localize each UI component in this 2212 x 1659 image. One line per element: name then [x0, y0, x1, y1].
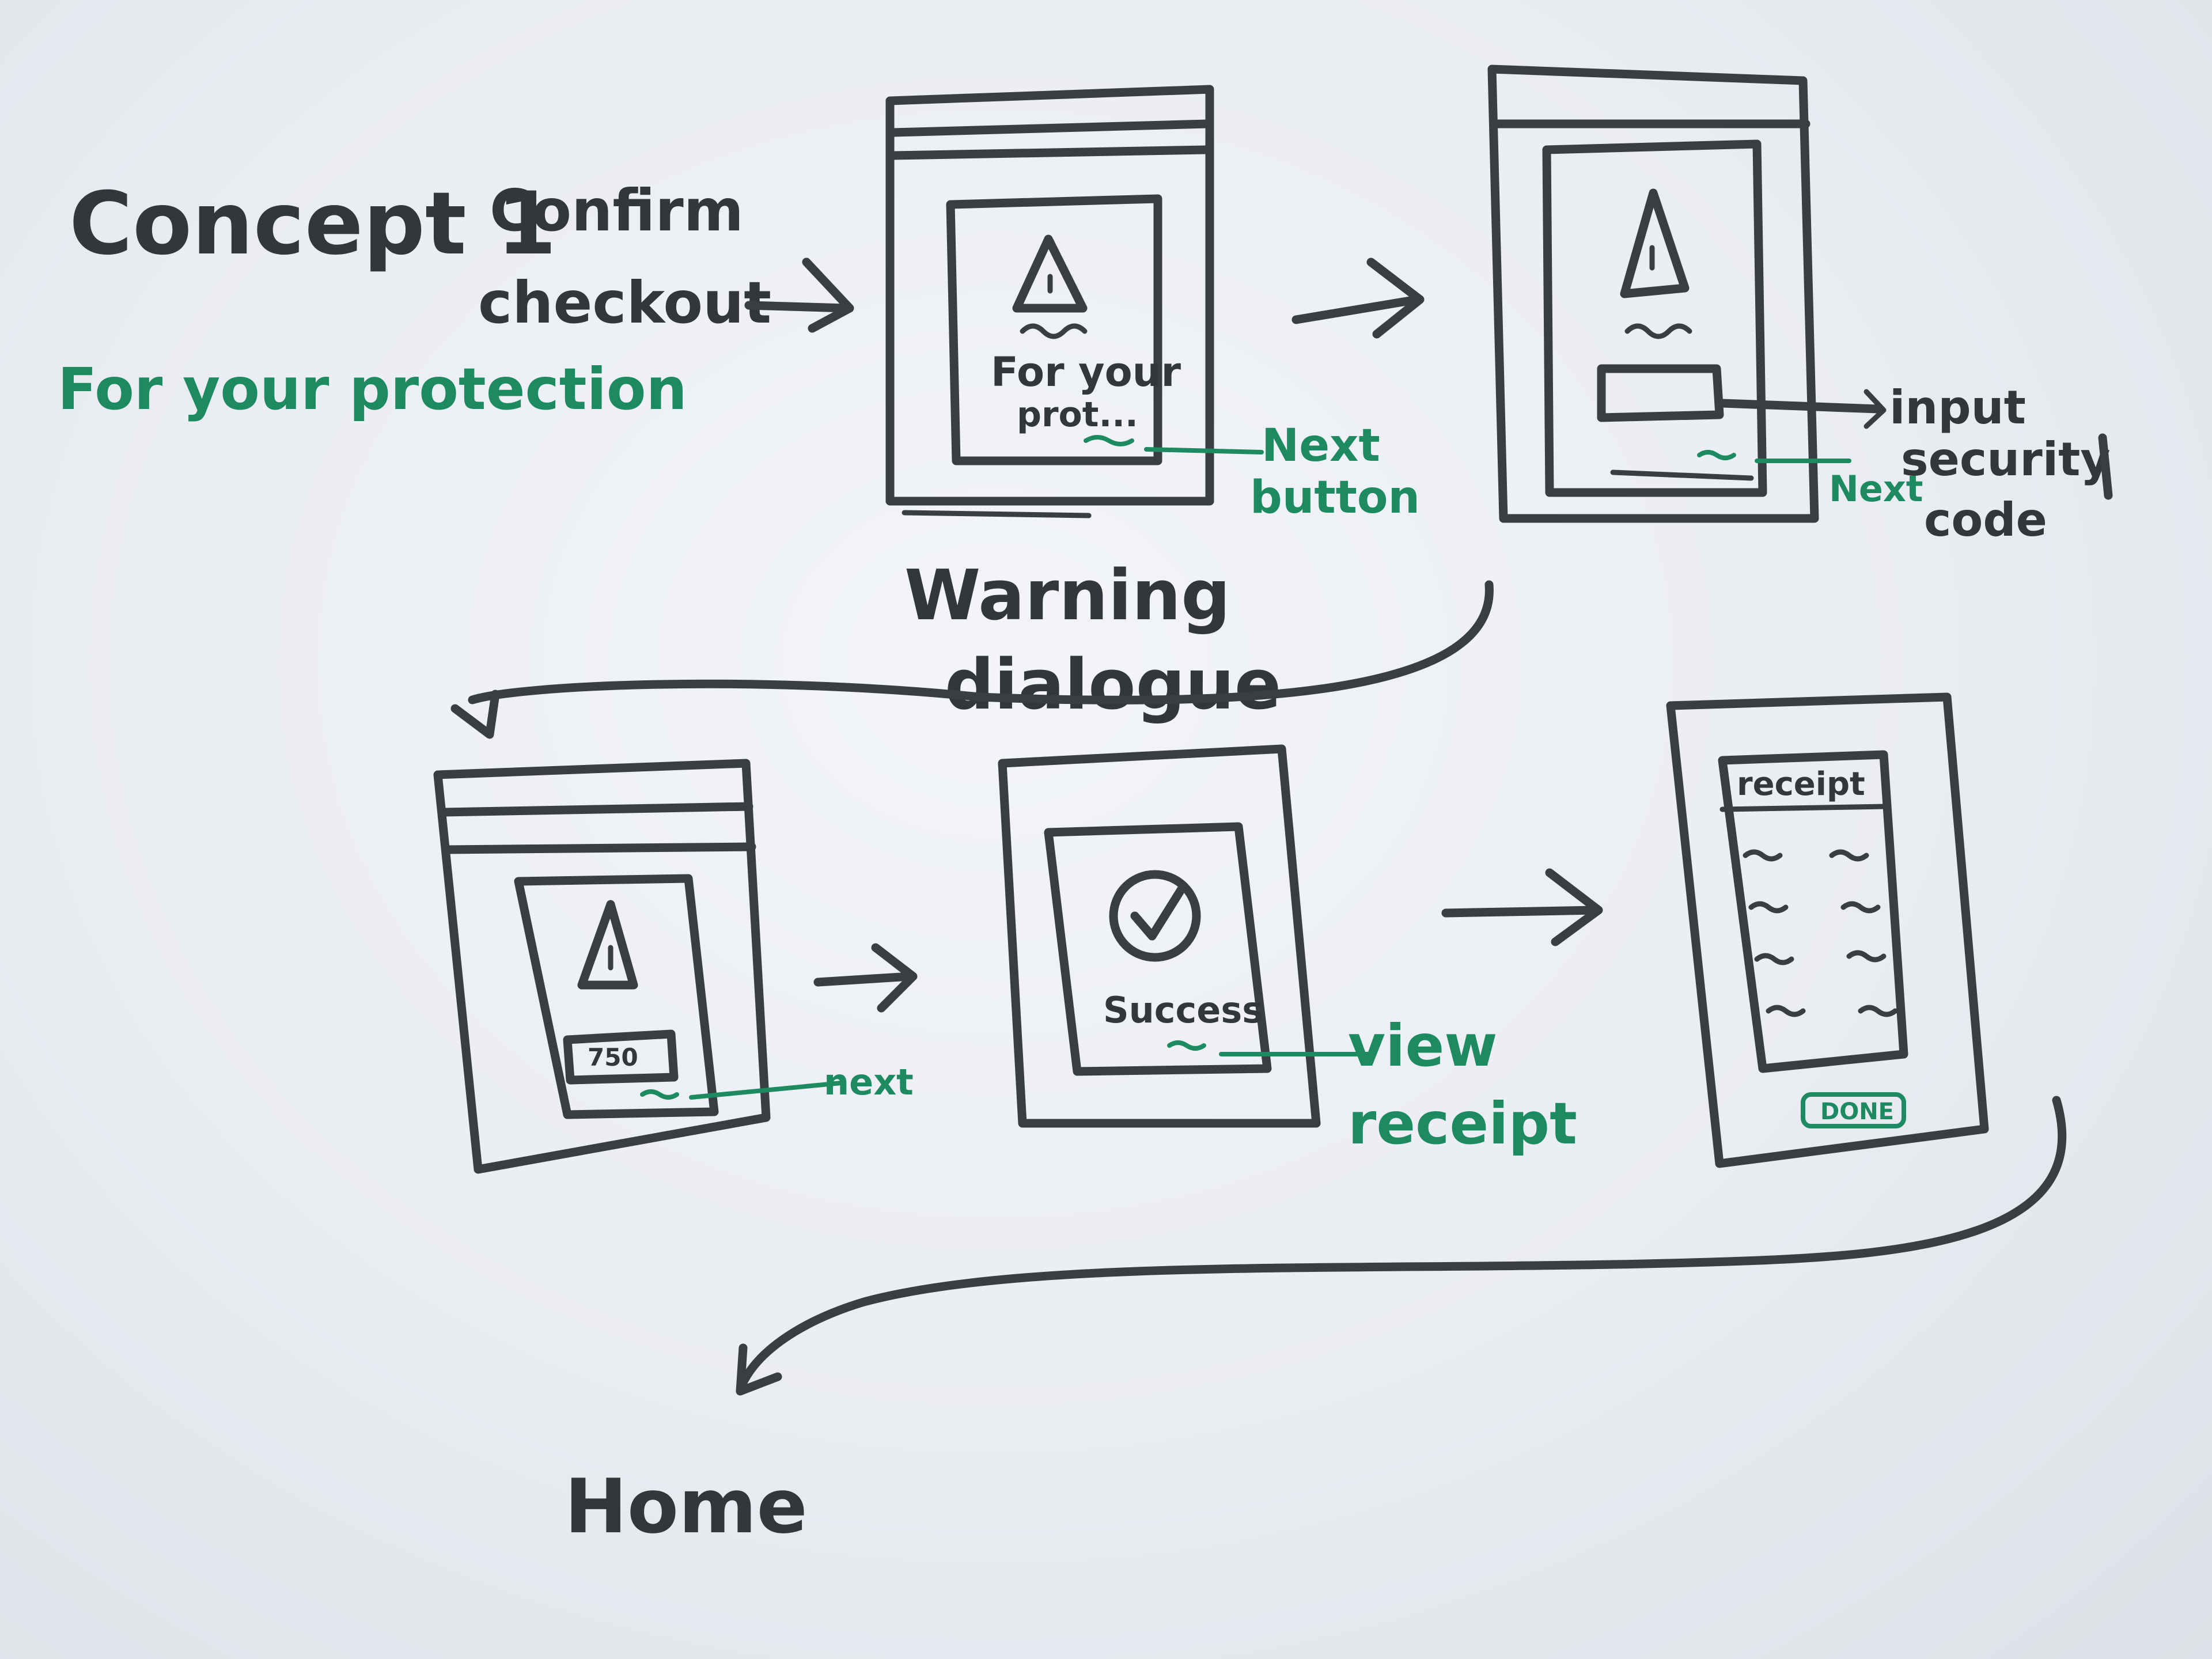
input-label: input: [1889, 381, 2026, 434]
next-button-label-2: button: [1250, 472, 1420, 524]
subtitle-line: For your protection: [58, 355, 687, 423]
next-button-label-1: Next: [1262, 420, 1380, 472]
code-label: code: [1924, 493, 2047, 547]
curved-arrow-icon: [736, 1096, 2067, 1396]
screen1-for-your: For your: [991, 349, 1181, 396]
warning-triangle-icon: [1620, 188, 1690, 298]
arrow-right-icon: [1441, 868, 1603, 946]
screen-warning-dialogue: For your prot...: [885, 85, 1214, 518]
check-circle-icon: [1109, 870, 1201, 962]
screen-success: Success: [998, 744, 1321, 1128]
next-label-2: Next: [1829, 468, 1923, 510]
warning-triangle-icon: [1012, 234, 1088, 313]
security-code-input: [1597, 364, 1724, 422]
screen-security-code: [1487, 65, 1819, 523]
arrow-right-icon: [1291, 257, 1425, 339]
curved-arrow-icon: [450, 580, 1494, 739]
warning-triangle-icon: [577, 900, 638, 990]
warning-label: Warning: [904, 556, 1230, 636]
security-label: security: [1901, 433, 2111, 486]
screen-receipt: receipt DONE: [1666, 692, 1989, 1168]
dialogue-label: dialogue: [945, 645, 1281, 725]
screen-code-confirm: 750: [433, 759, 771, 1174]
confirm-label: Confirm: [490, 177, 744, 244]
concept-title: Concept 1: [69, 174, 556, 274]
view-label: view: [1348, 1012, 1498, 1080]
home-label: Home: [565, 1463, 808, 1550]
done-label: DONE: [1820, 1099, 1894, 1125]
screen1-prot: prot...: [1017, 395, 1138, 435]
screen3-code-value: 750: [588, 1043, 638, 1071]
receipt-label: receipt: [1348, 1090, 1577, 1157]
done-button: DONE: [1801, 1092, 1906, 1128]
success-text: Success: [1103, 989, 1263, 1031]
checkout-label: checkout: [478, 269, 771, 336]
view-receipt-button: [1167, 1040, 1206, 1051]
receipt-heading: receipt: [1737, 766, 1865, 803]
arrow-right-icon: [744, 257, 854, 333]
arrow-right-icon: [813, 943, 918, 1013]
screen1-next-button: [1084, 435, 1134, 446]
next-label-3: next: [824, 1061, 914, 1103]
screen3-code-field: [563, 1029, 679, 1085]
